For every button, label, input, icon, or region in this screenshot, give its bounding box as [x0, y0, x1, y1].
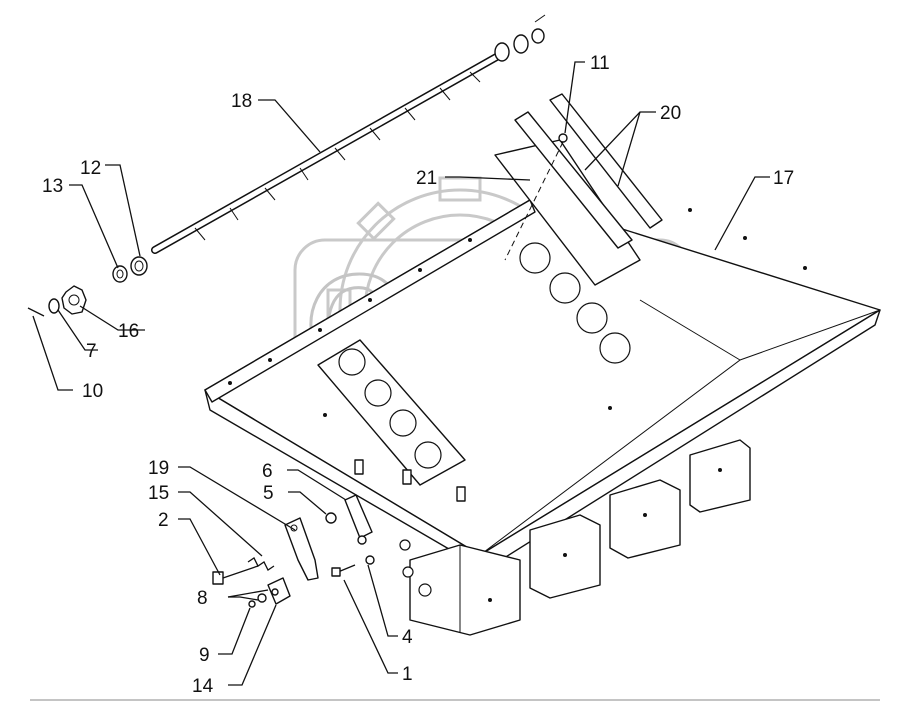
- callout-16: 16: [118, 321, 139, 342]
- housing-3: [609, 479, 681, 559]
- callout-8: 8: [197, 588, 208, 609]
- bearing-12: [130, 256, 148, 276]
- callout-9: 9: [199, 645, 210, 666]
- callout-1: 1: [402, 664, 413, 685]
- callout-2: 2: [158, 510, 169, 531]
- housing-4: [689, 439, 751, 513]
- pin-10: [27, 307, 45, 317]
- callout-labels: 18 12 13 16 7 10 11 20 17 21 19 15 2 6 5…: [42, 53, 794, 697]
- bolt-1: [331, 564, 356, 577]
- tray-assembly-17: [204, 199, 881, 571]
- nut-5: [325, 512, 337, 524]
- bearing-13: [112, 265, 128, 283]
- callout-12: 12: [80, 158, 101, 179]
- callout-10: 10: [82, 381, 103, 402]
- washer-9: [248, 600, 256, 608]
- sprocket-16: [61, 285, 87, 315]
- strip-20-left: [514, 111, 633, 249]
- bracket-6: [344, 494, 373, 539]
- washer-7: [48, 298, 60, 314]
- strip-20-right: [549, 93, 663, 229]
- callout-18: 18: [231, 91, 252, 112]
- leader-lines: [32, 61, 770, 686]
- rotor-housings: [409, 439, 751, 636]
- bolt-11: [504, 133, 568, 261]
- perforated-strip: [317, 339, 466, 486]
- nut-8: [257, 588, 279, 603]
- shaft-18: [151, 14, 546, 254]
- spring-15: [247, 557, 275, 571]
- housing-2: [529, 514, 601, 599]
- callout-11: 11: [590, 53, 610, 74]
- callout-4: 4: [402, 627, 413, 648]
- callout-7: 7: [86, 341, 97, 362]
- housing-1: [409, 544, 521, 636]
- tensioner-bracket-19: [284, 517, 319, 581]
- callout-5: 5: [263, 483, 274, 504]
- callout-20: 20: [660, 103, 681, 124]
- callout-17: 17: [773, 168, 794, 189]
- callout-13: 13: [42, 176, 63, 197]
- callout-21: 21: [416, 168, 437, 189]
- callout-6: 6: [262, 461, 273, 482]
- callout-15: 15: [148, 483, 169, 504]
- nut-4: [357, 535, 375, 565]
- bushing-14: [267, 577, 291, 605]
- callout-19: 19: [148, 458, 169, 479]
- callout-14: 14: [192, 676, 214, 697]
